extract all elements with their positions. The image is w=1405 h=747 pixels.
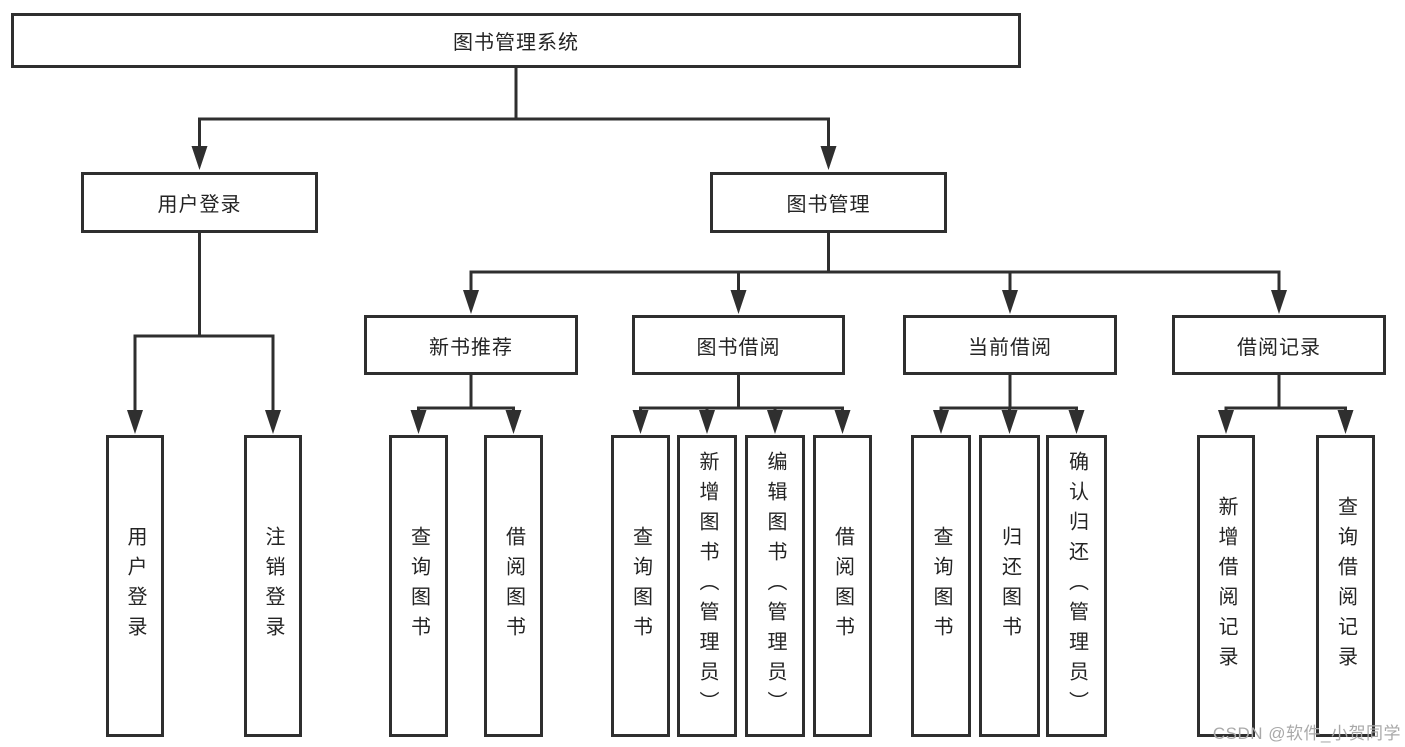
leaf-return-books-label: 归还图书 [998, 526, 1021, 646]
leaf-add-borrow-record-label: 新增借阅记录 [1215, 496, 1237, 676]
leaf-edit-books-admin: 编辑图书（管理员） [745, 435, 805, 737]
node-borrowing-records: 借阅记录 [1172, 315, 1386, 375]
leaf-confirm-return-admin-label: 确认归还（管理员） [1065, 451, 1088, 721]
leaf-edit-books-admin-label: 编辑图书（管理员） [764, 451, 786, 721]
leaf-borrow-books: 借阅图书 [813, 435, 872, 737]
leaf-query-books-recommend-label: 查询图书 [407, 526, 430, 646]
node-current-borrowing: 当前借阅 [903, 315, 1117, 375]
leaf-add-books-admin: 新增图书（管理员） [677, 435, 737, 737]
leaf-confirm-return-admin: 确认归还（管理员） [1046, 435, 1107, 737]
node-book-management-label: 图书管理 [786, 194, 871, 216]
node-current-borrowing-label: 当前借阅 [968, 336, 1052, 359]
leaf-user-login-label: 用户登录 [124, 526, 146, 646]
leaf-query-books-current: 查询图书 [911, 435, 971, 737]
csdn-watermark: CSDN @软件_小贺同学 [1212, 724, 1401, 743]
leaf-borrow-books-label: 借阅图书 [831, 526, 854, 646]
node-new-book-recommendation: 新书推荐 [364, 315, 578, 375]
node-book-borrowing: 图书借阅 [632, 315, 845, 375]
node-user-login: 用户登录 [81, 172, 318, 233]
leaf-query-books-borrow-label: 查询图书 [629, 526, 652, 646]
node-borrowing-records-label: 借阅记录 [1237, 336, 1321, 359]
leaf-add-borrow-record: 新增借阅记录 [1197, 435, 1255, 737]
leaf-query-books-recommend: 查询图书 [389, 435, 448, 737]
arrowheads [127, 146, 1354, 434]
leaf-query-borrow-record-label: 查询借阅记录 [1334, 496, 1357, 676]
leaf-query-books-current-label: 查询图书 [930, 526, 952, 646]
leaf-borrow-books-recommend: 借阅图书 [484, 435, 543, 737]
leaf-user-login: 用户登录 [106, 435, 164, 737]
node-book-management: 图书管理 [710, 172, 947, 233]
node-library-system: 图书管理系统 [11, 13, 1021, 68]
node-library-system-label: 图书管理系统 [453, 32, 579, 54]
leaf-query-borrow-record: 查询借阅记录 [1316, 435, 1375, 737]
node-user-login-label: 用户登录 [157, 194, 242, 216]
leaf-borrow-books-recommend-label: 借阅图书 [502, 526, 525, 646]
node-book-borrowing-label: 图书借阅 [696, 336, 781, 359]
node-new-book-recommendation-label: 新书推荐 [429, 336, 513, 359]
leaf-query-books-borrow: 查询图书 [611, 435, 670, 737]
leaf-logout-label: 注销登录 [262, 526, 284, 646]
leaf-return-books: 归还图书 [979, 435, 1040, 737]
leaf-add-books-admin-label: 新增图书（管理员） [696, 451, 718, 721]
leaf-logout: 注销登录 [244, 435, 302, 737]
